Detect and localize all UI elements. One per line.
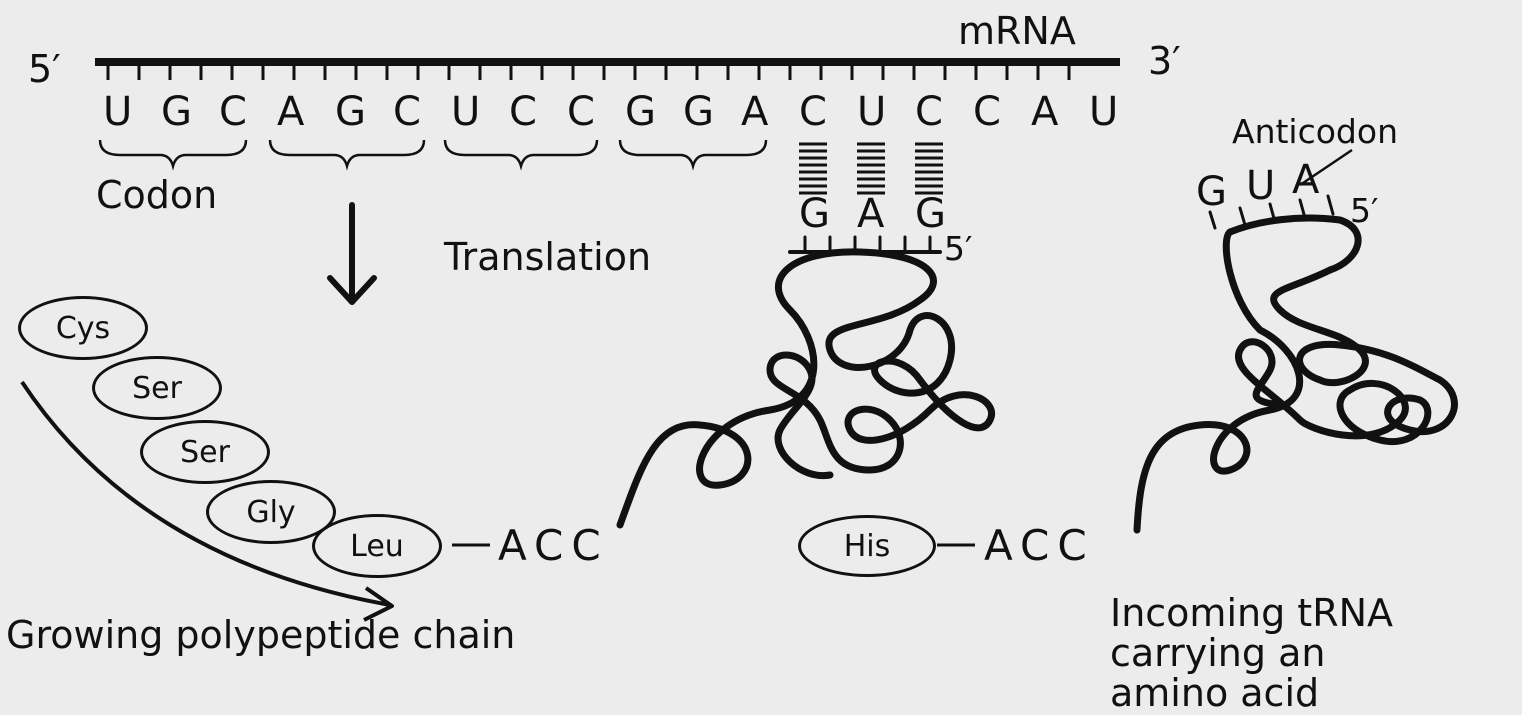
mrna-base: A [741,92,768,132]
incoming-trna-five-prime: 5′ [1350,194,1379,227]
mrna-base: C [393,92,421,132]
mrna-base: C [219,92,247,132]
mrna-five-prime: 5′ [28,50,61,88]
translation-label: Translation [444,238,651,276]
mrna-base: G [625,92,656,132]
mrna-base: U [857,92,886,132]
bound-trna [620,237,992,525]
mrna-base: U [103,92,132,132]
mrna-base: C [915,92,943,132]
codon-braces [100,140,766,166]
incoming-anticodon-base: G [1196,172,1227,212]
mrna-base: G [161,92,192,132]
residue-ser: Ser [92,356,222,420]
mrna-base: U [1089,92,1118,132]
residue-ser: Ser [140,420,270,484]
anticodon-label: Anticodon [1232,115,1398,148]
residue-his: His [798,515,936,577]
mrna-base: C [567,92,595,132]
mrna-base: G [683,92,714,132]
incoming-trna [1137,196,1454,530]
incoming-anticodon-base: U [1246,166,1275,206]
bound-anticodon-base: G [799,194,830,234]
incoming-caption-line-1: Incoming tRNA [1110,594,1393,632]
incoming-terminal: ACC [984,525,1095,567]
chain-label: Growing polypeptide chain [6,616,515,654]
mrna-base: U [451,92,480,132]
base-pairing-bars [799,144,943,193]
mrna-label: mRNA [958,12,1076,50]
chain-growth-arrow [22,382,390,605]
mrna-three-prime: 3′ [1148,42,1181,80]
incoming-caption-line-2: carrying an [1110,634,1325,672]
bound-anticodon-base: G [915,194,946,234]
mrna-base: C [509,92,537,132]
mrna-base: C [973,92,1001,132]
mrna-base: A [1031,92,1058,132]
residue-leu: Leu [312,514,442,578]
chain-terminal: ACC [498,525,609,567]
incoming-caption-line-3: amino acid [1110,674,1319,712]
bound-anticodon-base: A [857,194,884,234]
translation-arrow [330,205,374,302]
mrna-base: C [799,92,827,132]
codon-label: Codon [96,176,217,214]
residue-cys: Cys [18,296,148,360]
mrna-base: A [277,92,304,132]
bound-trna-five-prime: 5′ [944,232,973,265]
incoming-anticodon-base: A [1292,160,1319,200]
mrna-base: G [335,92,366,132]
